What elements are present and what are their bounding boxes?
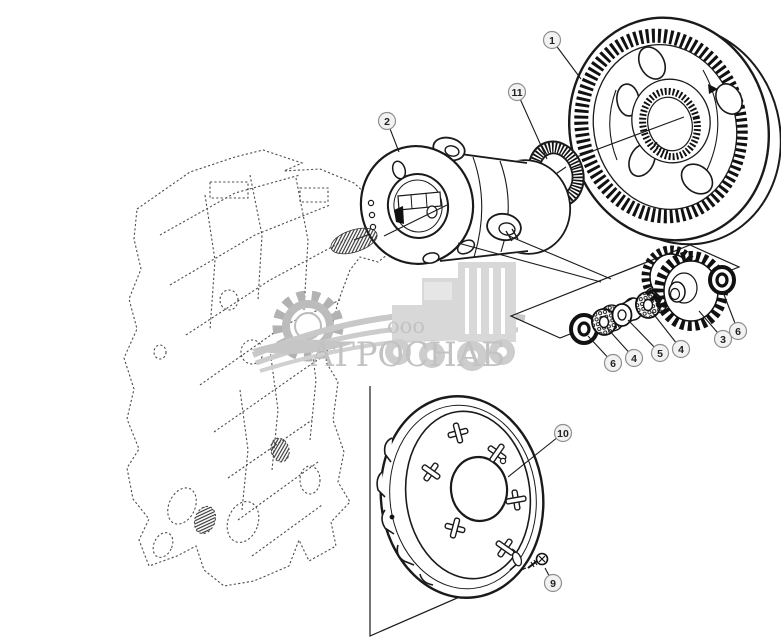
pin-pointer-lines: [457, 228, 612, 283]
callout-number: 1: [549, 35, 555, 47]
callout-number: 3: [720, 334, 726, 346]
snap-washer-left: [569, 313, 599, 345]
planet-carrier: [330, 136, 572, 266]
callout-2[interactable]: 2: [377, 111, 400, 153]
screw: [527, 552, 549, 569]
callout-number: 10: [557, 428, 569, 440]
housing-gear-section-hatch: [330, 227, 378, 255]
ring-gear: [567, 16, 781, 246]
callout-balloon[interactable]: [542, 30, 562, 50]
transmission-housing-dashed-outline: [123, 149, 398, 587]
callout-number: 5: [657, 348, 663, 360]
callout-balloon[interactable]: [603, 353, 623, 373]
callout-9[interactable]: 9: [543, 567, 563, 593]
callout-4[interactable]: 4: [651, 311, 691, 359]
drum-rim-tabs: [376, 437, 434, 586]
gear-plane-parallelogram: [509, 244, 741, 339]
callout-11[interactable]: 11: [507, 82, 548, 160]
callout-number: 2: [384, 116, 390, 128]
callout-number: 9: [550, 578, 556, 590]
snap-washer-right: [708, 265, 736, 295]
callout-number: 11: [511, 87, 522, 99]
callout-balloon[interactable]: [553, 423, 573, 443]
brake-drum-cover: [376, 395, 545, 599]
callout-5[interactable]: 5: [627, 319, 670, 363]
watermark-truck-icon: [385, 262, 516, 371]
watermark-org-name: АГРОСНАБ: [310, 335, 505, 375]
watermark-org-prefix: ооо: [387, 314, 425, 338]
callout-leader-line: [516, 91, 548, 160]
callout-balloon[interactable]: [713, 329, 733, 349]
gear-cluster: [569, 245, 736, 345]
callout-number: 6: [735, 326, 741, 338]
callout-6[interactable]: 6: [587, 335, 623, 373]
callout-balloon[interactable]: [543, 573, 563, 593]
callout-6[interactable]: 6: [722, 291, 748, 341]
callout-balloon[interactable]: [624, 348, 644, 368]
callout-number: 4: [678, 344, 684, 356]
callout-balloon[interactable]: [671, 339, 691, 359]
callout-3[interactable]: 3: [698, 310, 733, 349]
callout-10[interactable]: 10: [507, 423, 573, 478]
callout-number: 4: [631, 353, 637, 365]
watermark-logo: ооо АГРОСНАБ: [250, 262, 526, 375]
callout-1[interactable]: 1: [542, 30, 582, 80]
callout-balloon[interactable]: [377, 111, 397, 131]
callout-balloon[interactable]: [507, 82, 527, 102]
callout-number: 6: [610, 358, 616, 370]
callout-4[interactable]: 4: [606, 327, 644, 368]
callout-balloon[interactable]: [728, 321, 748, 341]
rotation-arrow-icon: [708, 84, 718, 94]
callout-leader-line: [507, 432, 564, 478]
callout-balloon[interactable]: [650, 343, 670, 363]
